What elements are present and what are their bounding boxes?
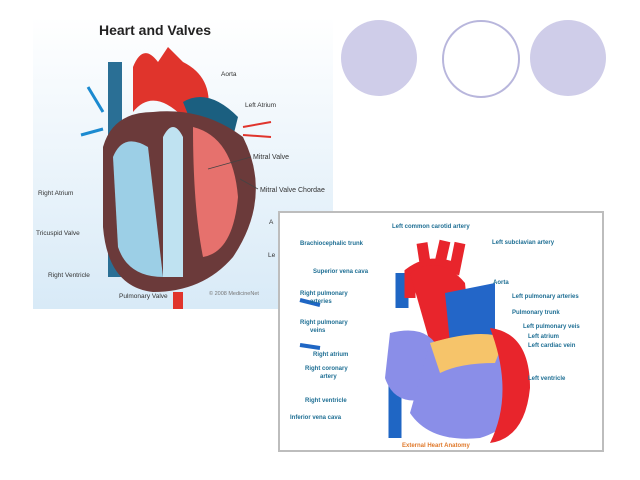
label-left-atrium: Left atrium xyxy=(528,334,559,340)
label-brachiocephalic: Brachiocephalic trunk xyxy=(300,241,364,247)
copyright: © 2008 MedicineNet xyxy=(209,290,259,297)
label-right-ventricle: Right Ventricle xyxy=(48,272,90,279)
label-left-subclavian: Left subclavian artery xyxy=(492,240,555,246)
external-heart-anatomy-image: Left common carotid artery Brachiocephal… xyxy=(278,211,604,452)
label-aortic-partial: A xyxy=(269,219,274,226)
decor-circle-1 xyxy=(341,20,417,96)
label-ivc: Inferior vena cava xyxy=(290,415,342,421)
label-mitral-valve: Mitral Valve xyxy=(253,154,289,161)
decor-circle-3 xyxy=(530,20,606,96)
label-right-atrium: Right atrium xyxy=(313,352,348,358)
label-rpa-1: Right pulmonary xyxy=(300,291,348,297)
label-left-atrium: Left Atrium xyxy=(245,102,276,109)
label-right-atrium: Right Atrium xyxy=(38,190,73,197)
label-rpv-2: veins xyxy=(310,328,326,334)
decor-circle-2 xyxy=(442,20,520,98)
label-aorta: Aorta xyxy=(221,71,237,78)
label-lpv: Left pulmonary veis xyxy=(523,324,580,330)
label-rca-1: Right coronary xyxy=(305,366,348,372)
heart-valves-image: Heart and Valves Aorta Left Atrium Mitra… xyxy=(33,17,333,309)
label-left-ventricle: Left ventricle xyxy=(528,376,566,382)
label-lpa: Left pulmonary arteries xyxy=(512,294,579,300)
label-rpv-1: Right pulmonary xyxy=(300,320,348,326)
label-lv-partial: Le xyxy=(268,252,276,259)
label-lcca: Left common carotid artery xyxy=(392,224,470,230)
title: Heart and Valves xyxy=(99,22,211,38)
label-pulmonary-trunk: Pulmonary trunk xyxy=(512,310,560,316)
label-right-ventricle: Right ventricle xyxy=(305,398,347,404)
label-left-cardiac-vein: Left cardiac vein xyxy=(528,343,576,349)
label-pulmonary-valve: Pulmonary Valve xyxy=(119,293,168,300)
label-rpa-2: arteries xyxy=(310,299,332,305)
caption: External Heart Anatomy xyxy=(402,443,470,449)
label-rca-2: artery xyxy=(320,374,337,380)
label-aorta: Aorta xyxy=(493,280,509,286)
label-tricuspid: Tricuspid Valve xyxy=(36,230,80,237)
label-mitral-chordae: Mitral Valve Chordae xyxy=(260,187,325,194)
label-svc: Superior vena cava xyxy=(313,269,369,275)
